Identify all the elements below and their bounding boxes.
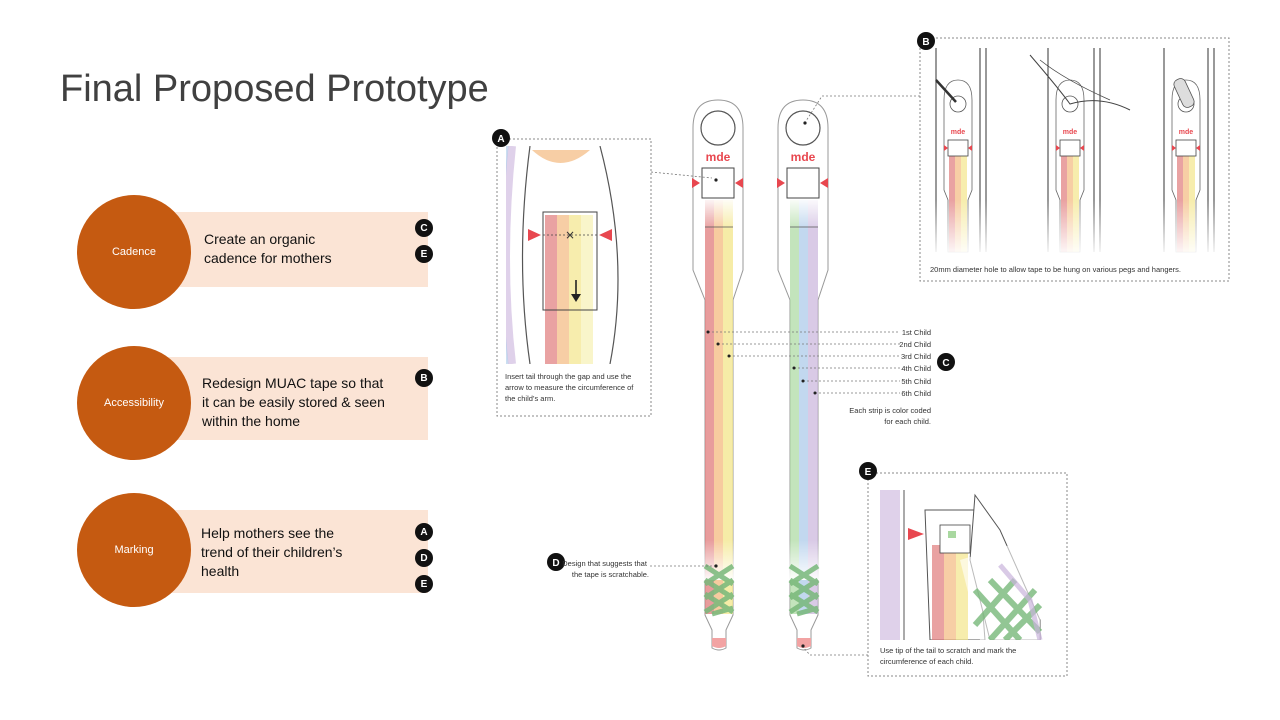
callout-badge — [859, 462, 877, 480]
cross-mark: × — [565, 228, 575, 242]
tag-c: C — [415, 219, 433, 237]
strip-3 — [723, 200, 733, 614]
callout-note: for each child. — [884, 417, 931, 426]
callout-letter: B — [922, 37, 929, 48]
strip-5 — [799, 200, 808, 614]
feature-text-line: trend of their children’s — [201, 544, 343, 560]
feature-band-cadence — [160, 212, 428, 287]
scratch-pattern — [703, 563, 735, 617]
svg-text:mde: mde — [1063, 129, 1078, 136]
child-label: 6th Child — [901, 389, 931, 398]
feature-label: Accessibility — [104, 397, 164, 409]
callout-caption: Design that suggests that the tape is sc… — [562, 559, 649, 579]
gap-slot — [542, 211, 598, 311]
callout-caption: Use tip of the tail to scratch and mark … — [880, 646, 1018, 666]
feature-description: Create an organic cadence for mothers — [204, 230, 332, 268]
feature-circle-cadence: Cadence — [77, 195, 191, 309]
feature-circle-marking: Marking — [77, 493, 191, 607]
tag-e: E — [415, 245, 433, 263]
marker-left — [692, 178, 700, 188]
child-label: 1st Child — [902, 328, 931, 337]
scratch-pattern — [788, 563, 820, 617]
brand-logo: mde — [706, 150, 731, 164]
feature-text-line: cadence for mothers — [204, 250, 332, 266]
feature-text-line: within the home — [202, 413, 301, 429]
feature-label: Marking — [114, 544, 154, 556]
leader-line — [802, 646, 868, 656]
brand-logo: mde — [791, 150, 816, 164]
callout-letter: C — [942, 358, 949, 369]
callout-a: × Insert tail through the gap and use th… — [492, 129, 718, 417]
feature-description: Help mothers see the trend of their chil… — [201, 524, 342, 581]
callout-badge — [492, 129, 510, 147]
feature-description: Redesign MUAC tape so that it can be eas… — [202, 374, 385, 431]
callout-badge — [937, 353, 955, 371]
tail-tip — [712, 638, 726, 648]
marker-left — [777, 178, 785, 188]
svg-text:mde: mde — [1179, 129, 1194, 136]
callout-badge — [547, 553, 565, 571]
feature-text-line: health — [201, 563, 240, 579]
feature-band-marking — [160, 510, 428, 593]
child-leaders — [708, 331, 900, 394]
callout-d: D Design that suggests that the tape is … — [547, 553, 718, 579]
tape-left — [692, 99, 744, 651]
child-label: 2nd Child — [899, 340, 931, 349]
page-title: Final Proposed Prototype — [60, 68, 489, 110]
tag-e: E — [415, 575, 433, 593]
child-label: 5th Child — [901, 377, 931, 386]
feature-text-line: Create an organic — [204, 231, 316, 247]
callout-caption: Insert tail through the gap and use the … — [505, 372, 635, 403]
callout-badge — [917, 32, 935, 50]
hanging-hole — [700, 110, 736, 146]
feature-circle-accessibility: Accessibility — [77, 346, 191, 460]
tag-a: A — [415, 523, 433, 541]
strip-6 — [808, 200, 818, 614]
marker-right — [599, 229, 612, 241]
callout-note: Each strip is color coded — [849, 406, 931, 415]
tag-b: B — [415, 369, 433, 387]
feature-text-line: it can be easily stored & seen — [202, 394, 385, 410]
strip-1 — [705, 200, 714, 614]
feature-label: Cadence — [111, 246, 157, 258]
hanging-hole — [785, 110, 821, 146]
tag-d: D — [415, 549, 433, 567]
feature-text-line: Redesign MUAC tape so that — [202, 375, 384, 391]
marker-right — [735, 178, 743, 188]
measure-window — [701, 167, 735, 199]
tape-right — [777, 99, 829, 651]
callout-caption: 20mm diameter hole to allow tape to be h… — [930, 265, 1181, 274]
callout-letter: A — [497, 134, 504, 145]
tail-tip — [797, 638, 811, 648]
feature-band-accessibility — [160, 357, 428, 440]
callout-c: 1st Child 2nd Child 3rd Child 4th Child … — [706, 328, 955, 426]
leader-line — [805, 95, 920, 122]
feature-text-line: Help mothers see the — [201, 525, 335, 541]
child-label: 3rd Child — [901, 352, 931, 361]
callout-e: Use tip of the tail to scratch and mark … — [801, 462, 1068, 677]
svg-text:mde: mde — [951, 129, 966, 136]
callout-letter: E — [865, 467, 872, 478]
measure-window — [786, 167, 820, 199]
callout-letter: D — [552, 558, 559, 569]
strip-fade — [788, 198, 820, 230]
strip-2 — [714, 200, 723, 614]
arrow-head — [571, 294, 581, 302]
child-label: 4th Child — [901, 364, 931, 373]
strip-fade — [703, 198, 735, 230]
strip-4 — [790, 200, 799, 614]
marker-left — [528, 229, 541, 241]
callout-b: mde mde — [803, 32, 1230, 282]
marker-right — [820, 178, 828, 188]
